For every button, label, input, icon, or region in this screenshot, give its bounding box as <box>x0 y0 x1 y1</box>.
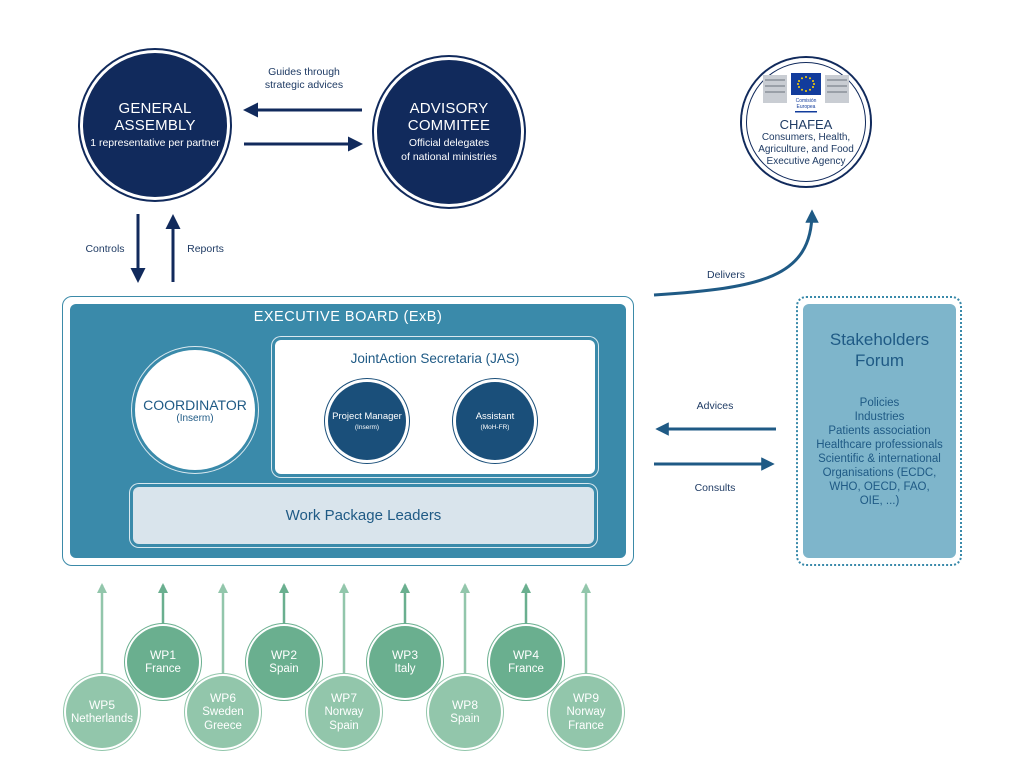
wp4-line1: France <box>508 663 544 675</box>
consults-label: Consults <box>694 482 736 494</box>
assistant-subtitle: (MoH-FR) <box>480 424 510 431</box>
wp2-node: WP2 Spain <box>248 626 320 698</box>
wp6-node: WP6 Sweden Greece <box>187 676 259 748</box>
work-package-leaders-box: Work Package Leaders <box>133 487 594 544</box>
executive-board-title: EXECUTIVE BOARD (ExB) <box>253 309 443 325</box>
coordinator-title: COORDINATOR <box>143 396 247 413</box>
wp9-title: WP9 <box>572 691 599 705</box>
wp3-line1: Italy <box>394 663 416 675</box>
project-manager-subtitle: (Inserm) <box>354 424 380 431</box>
stakeholder-item: WHO, OECD, FAO, <box>829 481 930 493</box>
wp1-node: WP1 France <box>127 626 199 698</box>
guides-label-line2: strategic advices <box>264 79 344 91</box>
chafea-node: Comisión Europea CHAFEA Consumers, Healt… <box>742 58 870 186</box>
wp4-title: WP4 <box>512 648 539 662</box>
advisory-committee-node: ADVISORY COMMITEE Official delegates of … <box>377 60 521 204</box>
stakeholder-item: Healthcare professionals <box>816 439 943 451</box>
delivers-label: Delivers <box>707 269 745 281</box>
assistant-node: Assistant (MoH-FR) <box>456 382 534 460</box>
reports-label: Reports <box>187 243 224 255</box>
wp5-title: WP5 <box>88 698 115 712</box>
stakeholders-title-line2: Forum <box>854 351 905 370</box>
stakeholders-forum: Stakeholders Forum Policies Industries P… <box>803 304 956 558</box>
wp5-line1: Netherlands <box>70 713 133 725</box>
wp1-line1: France <box>145 663 181 675</box>
advisory-committee-title: ADVISORY COMMITEE <box>407 100 491 134</box>
advices-label: Advices <box>696 400 734 412</box>
wp6-line2: Greece <box>204 720 242 732</box>
general-assembly-node: GENERAL ASSEMBLY 1 representative per pa… <box>83 53 227 197</box>
chafea-line2: Agriculture, and Food <box>758 143 854 155</box>
wp7-line2: Spain <box>329 720 359 732</box>
stakeholder-item: Organisations (ECDC, <box>822 467 937 479</box>
coordinator-subtitle: (Inserm) <box>176 412 214 424</box>
wp6-line1: Sweden <box>202 706 244 718</box>
logo-text-1: Comisión <box>796 98 817 104</box>
stakeholder-item: Scientific & international <box>818 453 941 465</box>
guides-label-line1: Guides through <box>268 66 340 78</box>
stakeholders-title-line1: Stakeholders <box>829 330 930 349</box>
stakeholder-item: Patients association <box>828 425 931 437</box>
stakeholders-list: Policies Industries Patients association… <box>803 396 956 508</box>
wp9-line2: France <box>568 720 604 732</box>
wp8-line1: Spain <box>450 713 480 725</box>
coordinator-node: COORDINATOR (Inserm) <box>135 350 255 470</box>
chafea-title: CHAFEA <box>779 116 833 132</box>
chafea-line1: Consumers, Health, <box>761 131 851 143</box>
wp9-line1: Norway <box>566 706 606 718</box>
advisory-committee-subtitle-2: of national ministries <box>401 151 497 163</box>
wp9-node: WP9 Norway France <box>550 676 622 748</box>
stakeholder-item: Industries <box>854 411 905 423</box>
wp5-node: WP5 Netherlands <box>66 676 138 748</box>
wp8-title: WP8 <box>451 698 478 712</box>
wp8-node: WP8 Spain <box>429 676 501 748</box>
wp1-title: WP1 <box>149 648 176 662</box>
european-commission-logo: Comisión Europea <box>761 71 851 115</box>
project-manager-title: Project Manager <box>332 411 402 422</box>
wp6-title: WP6 <box>209 691 236 705</box>
delivers-arrow <box>653 209 819 297</box>
stakeholder-item: OIE, ...) <box>859 495 900 507</box>
wp4-node: WP4 France <box>490 626 562 698</box>
wp7-line1: Norway <box>324 706 364 718</box>
logo-text-2: Europea <box>797 104 816 110</box>
project-manager-node: Project Manager (Inserm) <box>328 382 406 460</box>
wp3-node: WP3 Italy <box>369 626 441 698</box>
chafea-line3: Executive Agency <box>766 155 846 167</box>
general-assembly-subtitle: 1 representative per partner <box>90 137 220 149</box>
wp3-title: WP3 <box>391 648 418 662</box>
jas-title: JointAction Secretaria (JAS) <box>350 351 520 366</box>
wp2-line1: Spain <box>269 663 299 675</box>
advisory-committee-subtitle-1: Official delegates <box>408 137 490 149</box>
stakeholders-title: Stakeholders Forum <box>803 329 956 371</box>
guides-label: Guides through strategic advices <box>248 66 360 92</box>
wp7-title: WP7 <box>330 691 357 705</box>
general-assembly-title: GENERAL ASSEMBLY <box>114 100 196 134</box>
controls-label: Controls <box>85 243 125 255</box>
jas-box <box>275 340 595 474</box>
stakeholder-item: Policies <box>859 397 900 409</box>
wp2-title: WP2 <box>270 648 297 662</box>
assistant-title: Assistant <box>475 411 515 422</box>
wp7-node: WP7 Norway Spain <box>308 676 380 748</box>
